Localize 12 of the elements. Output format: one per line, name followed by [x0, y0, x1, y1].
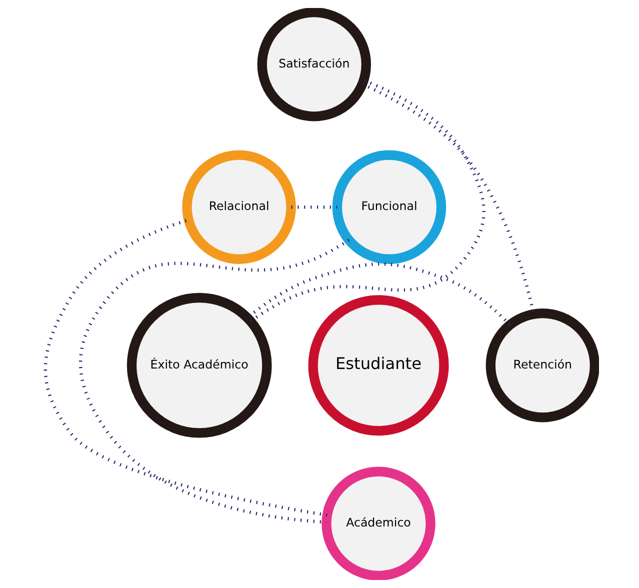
node-circle: Relacional — [182, 150, 296, 264]
connector — [43, 218, 327, 517]
node-circle: Estudiante — [308, 295, 448, 436]
node-circle: Éxito Académico — [126, 292, 272, 438]
node-circle: Satisfacción — [256, 8, 370, 122]
node-circle: Retención — [485, 308, 598, 422]
connector — [246, 262, 510, 326]
node-circle: Funcional — [332, 150, 446, 264]
connector — [250, 79, 485, 322]
connector — [78, 238, 350, 524]
node-circle: Acádemico — [321, 466, 435, 580]
connector — [361, 82, 535, 314]
